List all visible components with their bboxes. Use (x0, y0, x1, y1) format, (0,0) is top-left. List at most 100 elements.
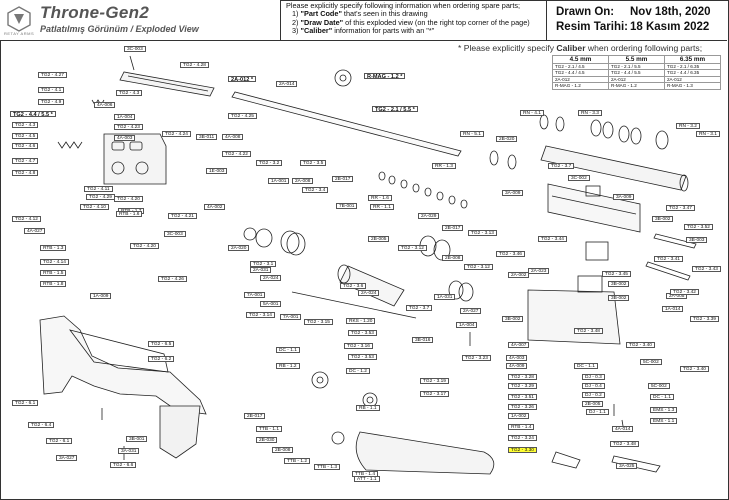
part-code-label: TG2 - 3.7 (406, 305, 433, 311)
part-code-label: TG2 - 3.7 (548, 163, 575, 169)
part-code-label: 2B-017 (442, 225, 464, 231)
part-code-label: TTB - 1.3 (314, 464, 340, 470)
part-code-label: TG2 - 3.30 (508, 447, 537, 453)
part-code-label: RB - 1.1 (356, 405, 380, 411)
part-code-label: 2A-002 (508, 272, 530, 278)
part-code-label: TG2 - 4.3 (12, 122, 39, 128)
caliber-table-cell: TG2 - 2.1 / 6.35 (664, 62, 721, 71)
drawn-on-label: Drawn On: (556, 6, 615, 18)
part-code-label: DJ - 0.3 (582, 374, 605, 380)
part-code-label: TG2 - 4.22 (222, 151, 251, 157)
part-code-label: TG2 - 3.26 (508, 404, 537, 410)
part-code-label: TG2 - 3.16 (344, 343, 373, 349)
part-code-label: 7B-001 (336, 203, 358, 209)
part-code-label: TG2 - 3.5 (300, 160, 327, 166)
product-title: Throne-Gen2 (40, 3, 150, 22)
part-code-label: TG2 - 4.3 (116, 90, 143, 96)
part-code-label: TG2 - 4.24 (162, 131, 191, 137)
part-code-label: RR - 1.6 (368, 195, 392, 201)
part-code-label: 3A-009 (502, 190, 524, 196)
part-code-label: TG2 - 4.12 (12, 216, 41, 222)
part-code-label: TG2 - 3.53 (348, 330, 377, 336)
part-code-label: RTB - 1.6 (116, 211, 143, 217)
part-code-label: TG2 - 3.2 (256, 160, 283, 166)
part-code-label: TG2 - 4.9 (38, 99, 65, 105)
part-code-label: RTB - 1.8 (40, 281, 67, 287)
part-code-label: RN - 3.2 (676, 123, 700, 129)
part-code-label: DJ - 0.4 (582, 383, 605, 389)
part-code-label: DC - 1.1 (276, 347, 300, 353)
part-code-label: 2B-008 (442, 255, 464, 261)
part-code-label: TG2 - 3.47 (666, 205, 695, 211)
drawn-on-row: Drawn On: Nov 18th, 2020 (556, 6, 711, 18)
part-code-label: TG2 - 4.26 (158, 276, 187, 282)
part-code-label: TG2 - 4.4 / 5.5 * (10, 111, 56, 118)
date-block: Drawn On: Nov 18th, 2020 Resim Tarihi: 1… (548, 0, 727, 40)
part-code-label: 5A-001 (260, 301, 282, 307)
part-code-label: RTB - 1.3 (40, 245, 67, 251)
part-code-label: 1A-004 (456, 322, 478, 328)
part-code-label: TG2 - 3.4 (302, 187, 329, 193)
part-code-label: 7A-001 (244, 292, 266, 298)
part-code-label: 3B-002 (608, 281, 630, 287)
ordering-note-item: 2) "Draw Date" of this exploded view (on… (292, 17, 530, 27)
part-code-label: TG2 - 4.7 (12, 158, 39, 164)
part-code-label: 3A-031 (118, 448, 140, 454)
part-code-label: TG2 - 4.25 (228, 113, 257, 119)
part-code-label: 2B-017 (332, 176, 354, 182)
part-code-label: TG2 - 4.29 (86, 194, 115, 200)
part-code-label: TG2 - 4.11 (84, 186, 113, 192)
part-code-label: 2A-027 (460, 308, 482, 314)
part-code-label: 4A-027 (24, 228, 46, 234)
part-code-label: TG2 - 3.19 (420, 378, 449, 384)
part-code-label: 1A-002 (508, 413, 530, 419)
part-code-label: DC - 1.2 (346, 368, 370, 374)
part-code-label: TG2 - 3.45 (602, 271, 631, 277)
part-code-label: TG2 - 3.52 (684, 224, 713, 230)
part-code-label: TG2 - 3.39 (690, 316, 719, 322)
part-code-label: 2A-008 (292, 178, 314, 184)
part-code-label: 3B-011 (196, 134, 218, 140)
resim-tarihi-value: 18 Kasım 2022 (630, 21, 710, 33)
part-code-label: 2B-030 (256, 437, 278, 443)
ordering-note-intro: Please explicitly specify following info… (286, 1, 521, 10)
part-code-label: 2A-023 (528, 268, 550, 274)
part-code-label: 4A-009 (506, 363, 528, 369)
part-code-label: DC - 1.1 (574, 363, 598, 369)
part-code-label: TG2 - 3.40 (626, 342, 655, 348)
caliber-column-header: 6.35 mm (664, 55, 721, 64)
drawn-on-value: Nov 18th, 2020 (630, 6, 711, 18)
part-code-label: 2B-005 (582, 401, 604, 407)
part-code-label: 2B-008 (272, 447, 294, 453)
part-code-label: EMS - 1.1 (650, 418, 678, 424)
part-code-label: TG2 - 3.1 (250, 261, 277, 267)
part-code-label: 2A-012 * (228, 76, 257, 83)
part-code-label: TG2 - 3.23 (462, 355, 491, 361)
part-code-label: TG2 - 4.5 (12, 133, 39, 139)
part-code-label: TG2 - 4.28 (180, 62, 209, 68)
part-code-label: 1A-009 (90, 293, 112, 299)
part-code-label: 2A-031 (250, 267, 272, 273)
part-code-label: TG2 - 3.41 (654, 256, 683, 262)
part-code-label: 4A-007 (508, 342, 530, 348)
part-code-label: 3B-002 (502, 316, 524, 322)
part-code-label: 2B-020 (496, 136, 518, 142)
part-code-label: TG2 - 4.23 (114, 124, 143, 130)
part-code-label: TG2 - 6.1 (12, 400, 39, 406)
part-code-label: RR - 1.1 (370, 204, 394, 210)
part-code-label: 2B-005 (368, 236, 390, 242)
part-code-label: ATT - 1.1 (354, 476, 380, 482)
part-code-label: TG2 - 3.44 (538, 236, 567, 242)
part-code-label: TG2 - 3.29 (508, 383, 537, 389)
part-code-label: 7A-001 (280, 314, 302, 320)
part-code-label: TG2 - 3.46 (496, 251, 525, 257)
part-code-label: TG2 - 4.20 (130, 243, 159, 249)
part-code-label: 3A-025 (616, 463, 638, 469)
title-block: RETAY ARMS Throne-Gen2 Patlatılmış Görün… (0, 0, 727, 41)
part-code-label: TG2 - 3.17 (420, 391, 449, 397)
caliber-column-header: 4.5 mm (552, 55, 609, 64)
part-code-label: 3A-027 (56, 455, 78, 461)
part-code-label: TG2 - 3.6 (340, 283, 367, 289)
